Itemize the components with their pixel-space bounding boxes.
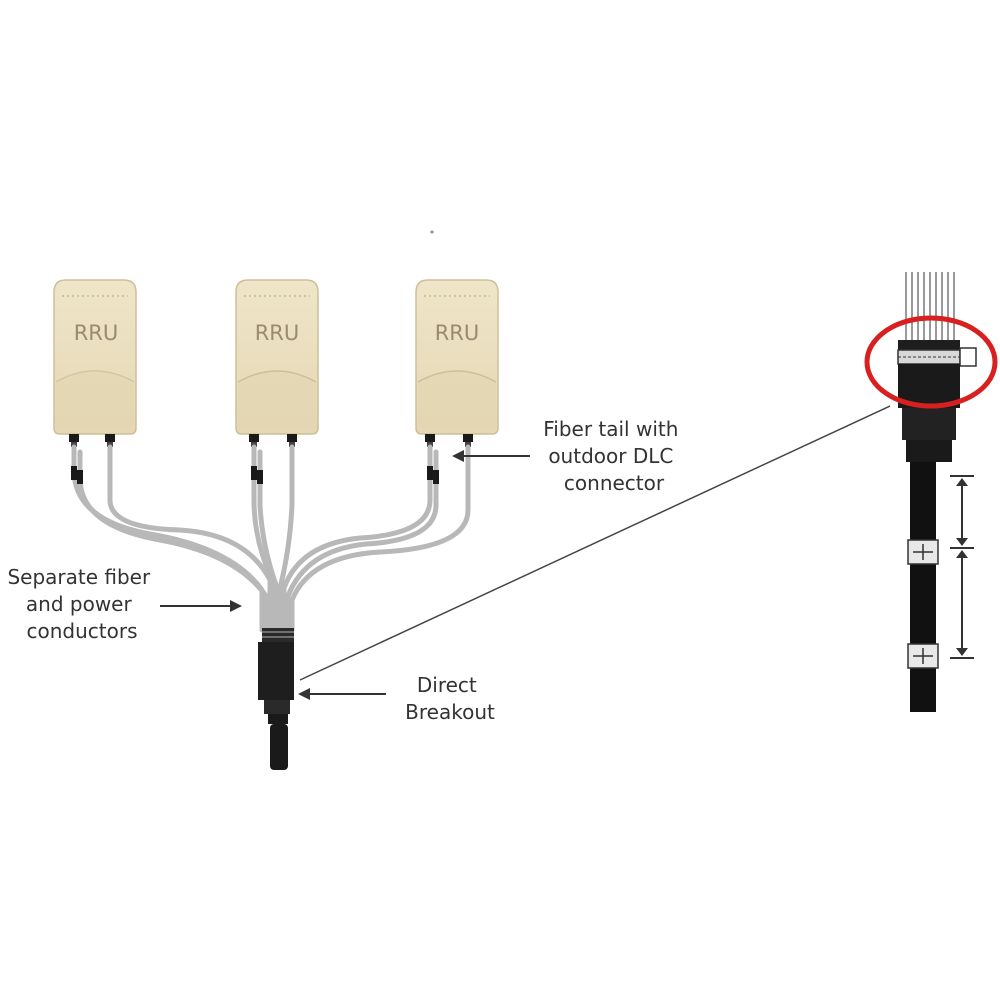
rru-unit-3: RRU: [415, 279, 499, 447]
rru-label-3: RRU: [435, 321, 480, 345]
fiber-tail-sleeves: [71, 466, 439, 484]
callout-separate-conductors: Separate fiber and power conductors: [7, 565, 156, 643]
callout-direct-breakout: Direct Breakout: [405, 673, 495, 724]
highlight-circle: [864, 315, 998, 409]
rru-unit-1: RRU: [53, 279, 137, 447]
rru-label-1: RRU: [74, 321, 119, 345]
zoom-leader-line: [299, 405, 891, 681]
callout-fiber-tail: Fiber tail with outdoor DLC connector: [543, 417, 685, 495]
cable-bundle: [71, 444, 471, 633]
stray-dot: [430, 230, 434, 234]
breakout-detail: [897, 272, 977, 712]
rru-label-2: RRU: [255, 321, 300, 345]
spacing-dimension: [950, 475, 974, 659]
callout-arrows: [160, 450, 530, 700]
rru-unit-2: RRU: [235, 279, 319, 447]
direct-breakout: [258, 628, 294, 770]
